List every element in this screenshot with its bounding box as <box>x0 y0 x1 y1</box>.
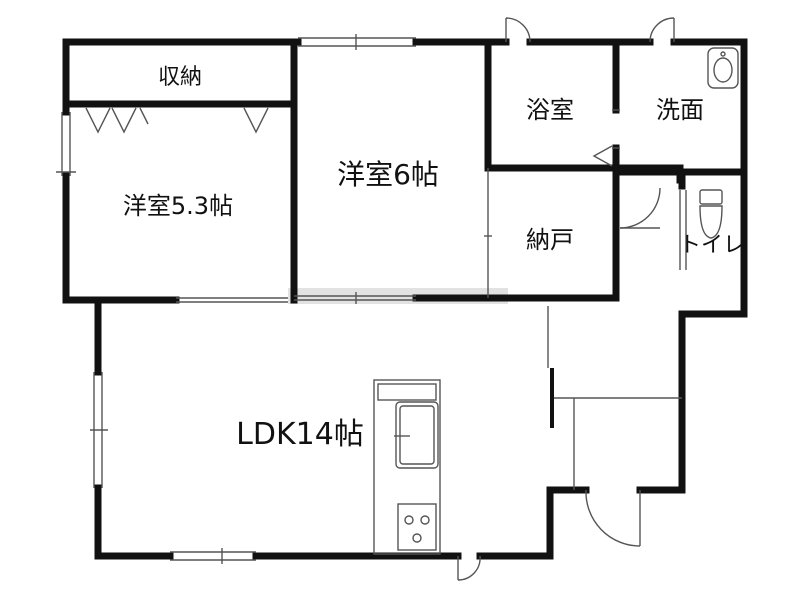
kitchen-sink-icon <box>394 401 439 469</box>
thin-lines <box>56 34 687 564</box>
room-label-western-b: 洋室6帖 <box>337 158 439 191</box>
room-label-storage: 収納 <box>158 65 202 90</box>
room-label-toilet: トイレ <box>679 233 745 258</box>
walls <box>62 38 748 560</box>
stove-icon <box>397 503 437 551</box>
kitchen-counter <box>373 379 441 555</box>
toilet-fixture-icon <box>699 189 723 239</box>
room-label-ldk: LDK14帖 <box>236 417 364 452</box>
room-label-washroom: 洗面 <box>656 96 704 124</box>
room-label-closet: 納戸 <box>526 226 574 254</box>
door-swings <box>457 17 675 581</box>
folding-doors <box>85 107 269 134</box>
room-label-western-a: 洋室5.3帖 <box>123 192 233 220</box>
room-label-bathroom: 浴室 <box>526 96 574 124</box>
washbasin-icon <box>707 47 739 89</box>
